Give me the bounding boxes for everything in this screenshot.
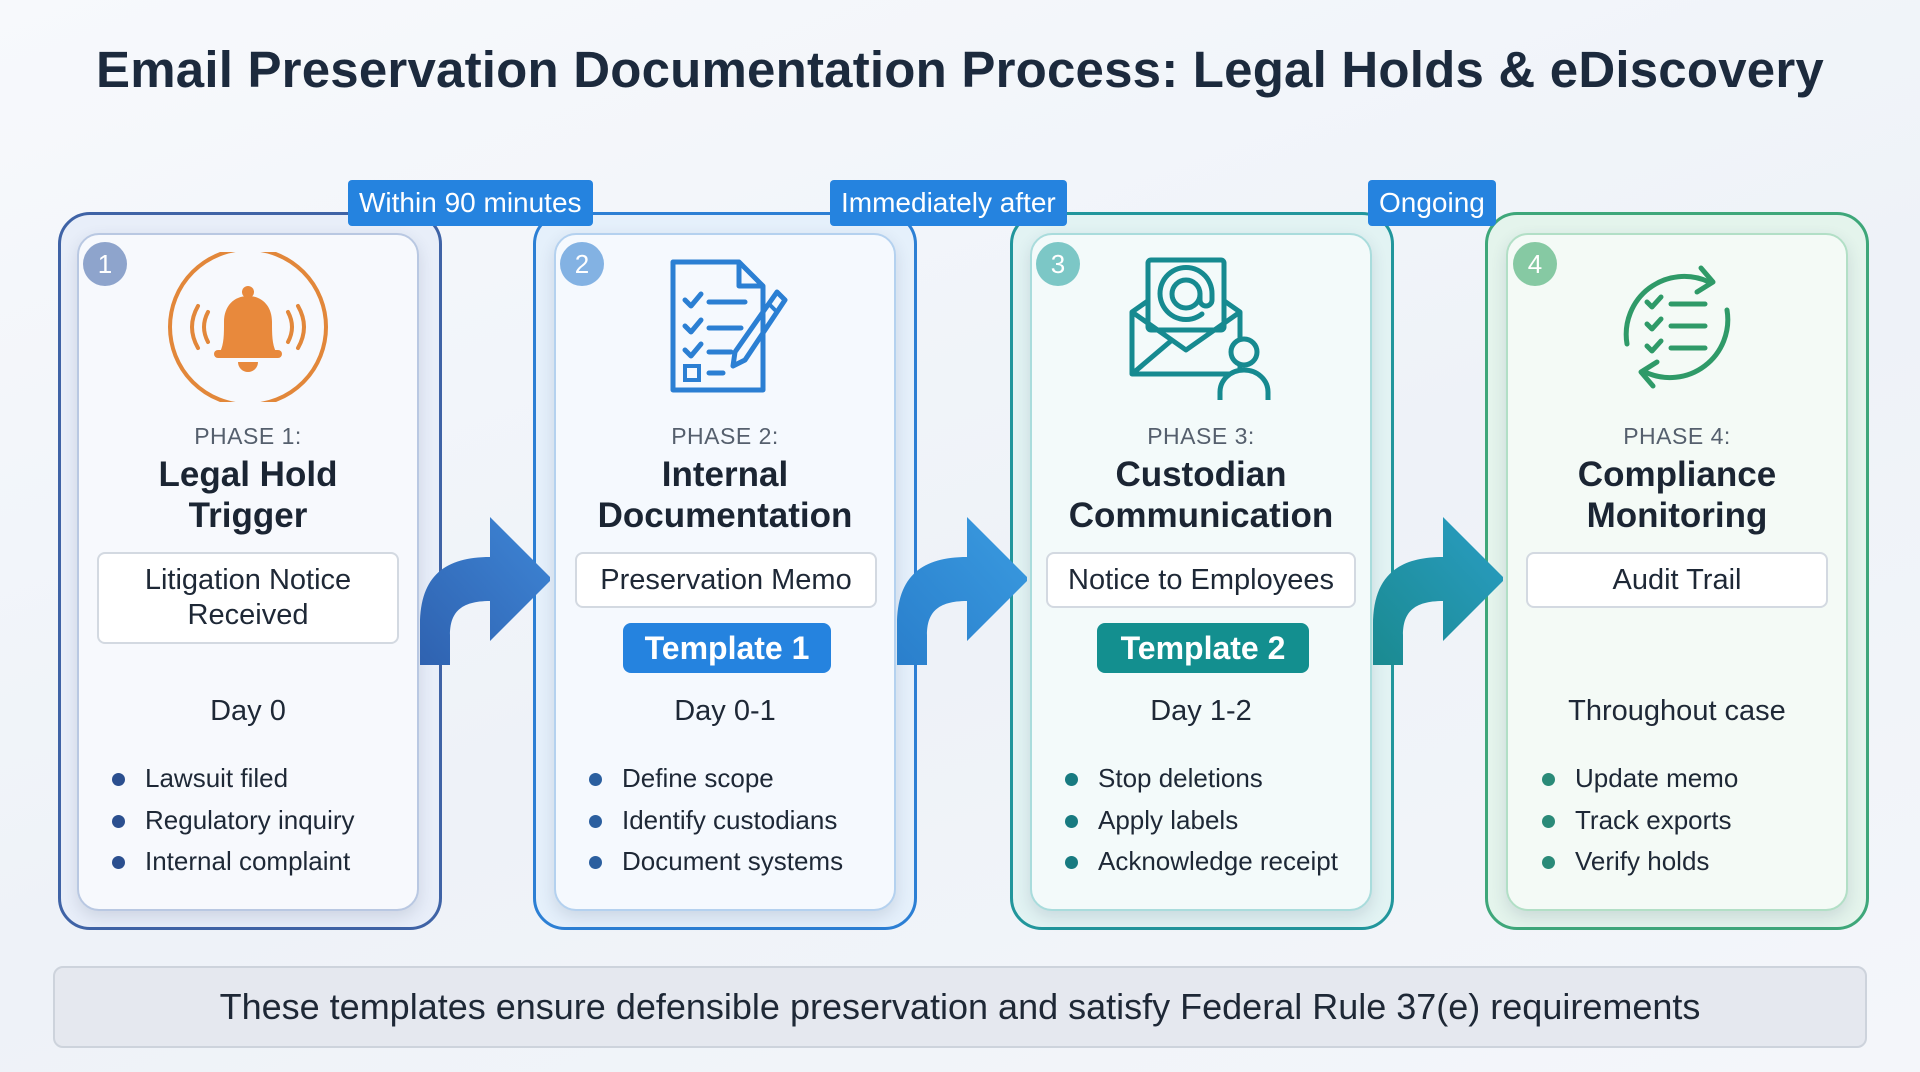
phase-2-number: 2 [560, 242, 604, 286]
phase-2-name-line2: Documentation [597, 496, 853, 535]
phase-4-document: Audit Trail [1526, 552, 1828, 608]
phase-4-bullets: Update memo Track exports Verify holds [1542, 758, 1738, 883]
phase-1-number: 1 [83, 242, 127, 286]
phase-1-name: Legal Hold Trigger [77, 454, 419, 536]
page-title: Email Preservation Documentation Process… [96, 41, 1824, 98]
phase-3-bullets: Stop deletions Apply labels Acknowledge … [1065, 758, 1338, 883]
phase-4-name: Compliance Monitoring [1506, 454, 1848, 536]
list-item-text: Track exports [1575, 804, 1732, 835]
phase-2-document: Preservation Memo [575, 552, 877, 608]
list-item-text: Lawsuit filed [145, 763, 289, 793]
phase-3-label: PHASE 3: [1147, 423, 1255, 449]
list-item: Lawsuit filed [112, 758, 355, 800]
phase-3-name-line2: Communication [1068, 496, 1334, 535]
list-item: Internal complaint [112, 841, 355, 883]
arrow-right-icon [897, 517, 1027, 665]
list-item: Apply labels [1065, 800, 1338, 842]
list-item: Document systems [589, 841, 843, 883]
footer-note: These templates ensure defensible preser… [53, 966, 1867, 1048]
cycle-checklist-icon [1597, 252, 1757, 402]
arrow-right-icon [420, 517, 550, 665]
timing-badge-immediately-after: Immediately after [830, 180, 1067, 226]
list-item: Identify custodians [589, 800, 843, 842]
phase-1-name-line1: Legal Hold [158, 455, 338, 494]
phase-4-day: Throughout case [1568, 695, 1786, 727]
list-item-text: Internal complaint [145, 846, 351, 876]
list-item-text: Stop deletions [1098, 763, 1263, 793]
phase-4-name-line1: Compliance [1577, 455, 1777, 494]
phase-2-name: Internal Documentation [554, 454, 896, 536]
phase-3-name-line1: Custodian [1115, 455, 1287, 494]
list-item: Acknowledge receipt [1065, 841, 1338, 883]
phase-2-bullets: Define scope Identify custodians Documen… [589, 758, 843, 883]
timing-badge-ongoing: Ongoing [1368, 180, 1496, 226]
list-item-text: Acknowledge receipt [1098, 846, 1338, 876]
phase-1-bullets: Lawsuit filed Regulatory inquiry Interna… [112, 758, 355, 883]
list-item-text: Define scope [622, 763, 774, 793]
list-item: Define scope [589, 758, 843, 800]
phase-1-label: PHASE 1: [194, 423, 302, 449]
list-item-text: Verify holds [1575, 846, 1710, 876]
list-item-text: Update memo [1575, 763, 1739, 793]
phase-2-name-line1: Internal [661, 455, 789, 494]
phase-3-day: Day 1-2 [1150, 695, 1252, 727]
phase-1-day: Day 0 [210, 695, 286, 727]
email-person-icon [1120, 252, 1280, 402]
phase-3-number: 3 [1036, 242, 1080, 286]
list-item-text: Identify custodians [622, 804, 838, 835]
bell-alert-icon [168, 247, 328, 407]
checklist-document-icon [645, 252, 805, 402]
phase-4-number: 4 [1513, 242, 1557, 286]
template-1-badge: Template 1 [623, 623, 831, 673]
phase-4-name-line2: Monitoring [1586, 496, 1768, 535]
list-item: Stop deletions [1065, 758, 1338, 800]
list-item: Track exports [1542, 800, 1738, 842]
phase-1-document: Litigation Notice Received [97, 552, 399, 644]
list-item-text: Regulatory inquiry [145, 804, 355, 835]
phase-4-label: PHASE 4: [1623, 423, 1731, 449]
phase-1-name-line2: Trigger [188, 496, 308, 535]
list-item-text: Apply labels [1098, 804, 1239, 835]
timing-badge-within-90-minutes: Within 90 minutes [348, 180, 593, 226]
list-item-text: Document systems [622, 846, 844, 876]
arrow-right-icon [1373, 517, 1503, 665]
list-item: Regulatory inquiry [112, 800, 355, 842]
phase-2-label: PHASE 2: [671, 423, 779, 449]
phase-3-document: Notice to Employees [1046, 552, 1356, 608]
list-item: Verify holds [1542, 841, 1738, 883]
phase-3-name: Custodian Communication [1030, 454, 1372, 536]
list-item: Update memo [1542, 758, 1738, 800]
phase-2-day: Day 0-1 [674, 695, 776, 727]
template-2-badge: Template 2 [1097, 623, 1309, 673]
